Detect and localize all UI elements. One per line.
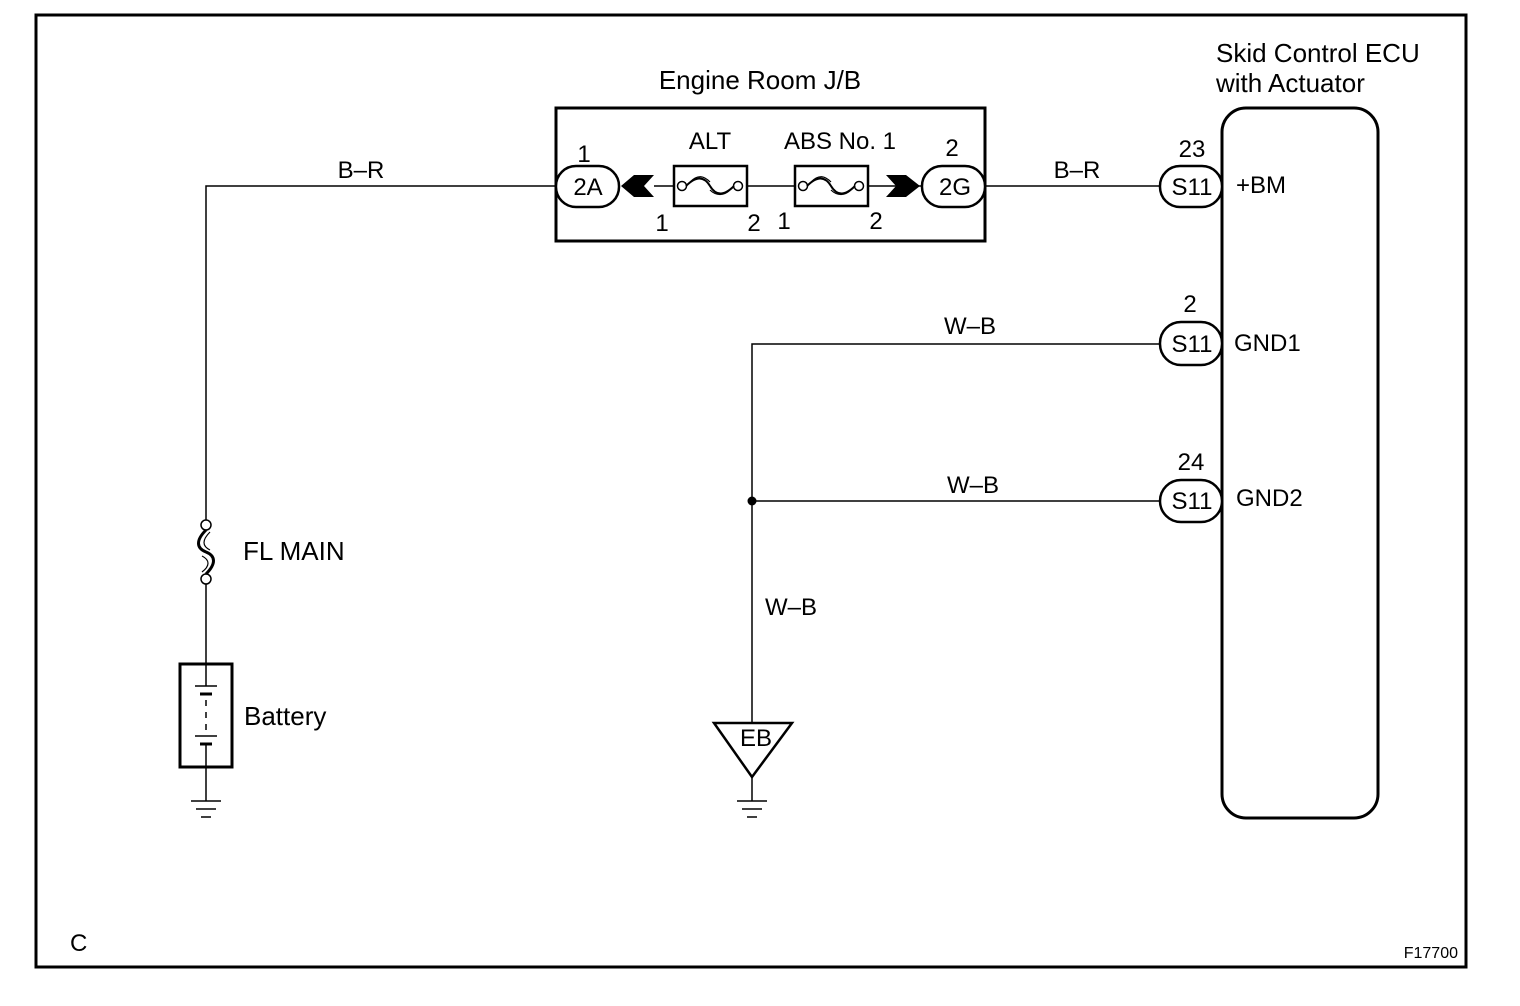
ecu-terminal-bm: 23 S11 +BM [1158,136,1286,209]
terminal-gnd1-pin: 2 [1183,291,1196,318]
terminal-gnd1-connector: S11 [1172,331,1213,358]
ecu-terminal-gnd1: 2 S11 GND1 [1158,291,1301,367]
wire-wb-gnd1-label: W–B [944,313,996,340]
ecu-terminal-gnd2: 24 S11 GND2 [1158,449,1303,524]
fuse-alt-pin-left: 1 [655,210,668,237]
ground-point-eb-icon [711,721,795,780]
fuse-alt-label: ALT [689,128,732,155]
connector-2g-pin: 2 [945,135,958,162]
terminal-gnd2-pin: 24 [1178,449,1205,476]
terminal-chevron-right-icon [886,175,920,197]
terminal-bm-connector: S11 [1172,174,1213,201]
battery-label: Battery [244,701,326,731]
junction-block-title: Engine Room J/B [659,65,861,95]
junction-block-box [554,106,987,243]
wire-wb-vertical-label: W–B [765,594,817,621]
connector-2g-label: 2G [939,174,971,201]
terminal-chevron-left-icon [621,175,654,197]
corner-label: C [70,930,87,957]
connector-2a-label: 2A [573,174,602,201]
fuse-abs-pin-right: 2 [869,208,882,235]
diagram-frame [34,13,1468,969]
fusible-link-icon [197,528,215,576]
ground-battery-icon [191,767,221,818]
terminal-gnd1-name: GND1 [1234,330,1301,357]
connector-2a-pin: 1 [577,141,590,168]
figure-id: F17700 [1404,945,1458,962]
fuse-alt-icon [685,177,735,195]
ground-point-eb-label: EB [740,725,772,752]
fl-main-label: FL MAIN [243,536,345,566]
terminal-gnd2-name: GND2 [1236,485,1303,512]
battery-icon [195,664,217,767]
terminal-bm-name: +BM [1236,172,1286,199]
ecu-title-line2: with Actuator [1215,68,1365,98]
terminal-gnd2-connector: S11 [1172,488,1213,515]
fuse-abs-pin-left: 1 [777,208,790,235]
wire-br-left-label: B–R [338,157,385,184]
splice-point-icon [747,496,757,506]
fuse-abs-icon [806,177,856,195]
wire-br-left [205,185,556,520]
wire-wb-gnd2-label: W–B [947,472,999,499]
ecu-body [1220,106,1380,820]
fuse-alt-pin-right: 2 [747,210,760,237]
wire-br-right-label: B–R [1054,157,1101,184]
ground-eb-icon [737,777,767,818]
ecu-title-line1: Skid Control ECU [1216,38,1420,68]
fuse-abs-label: ABS No. 1 [784,128,896,155]
wire-wb-gnd1 [751,343,1160,723]
terminal-bm-pin: 23 [1179,136,1206,163]
